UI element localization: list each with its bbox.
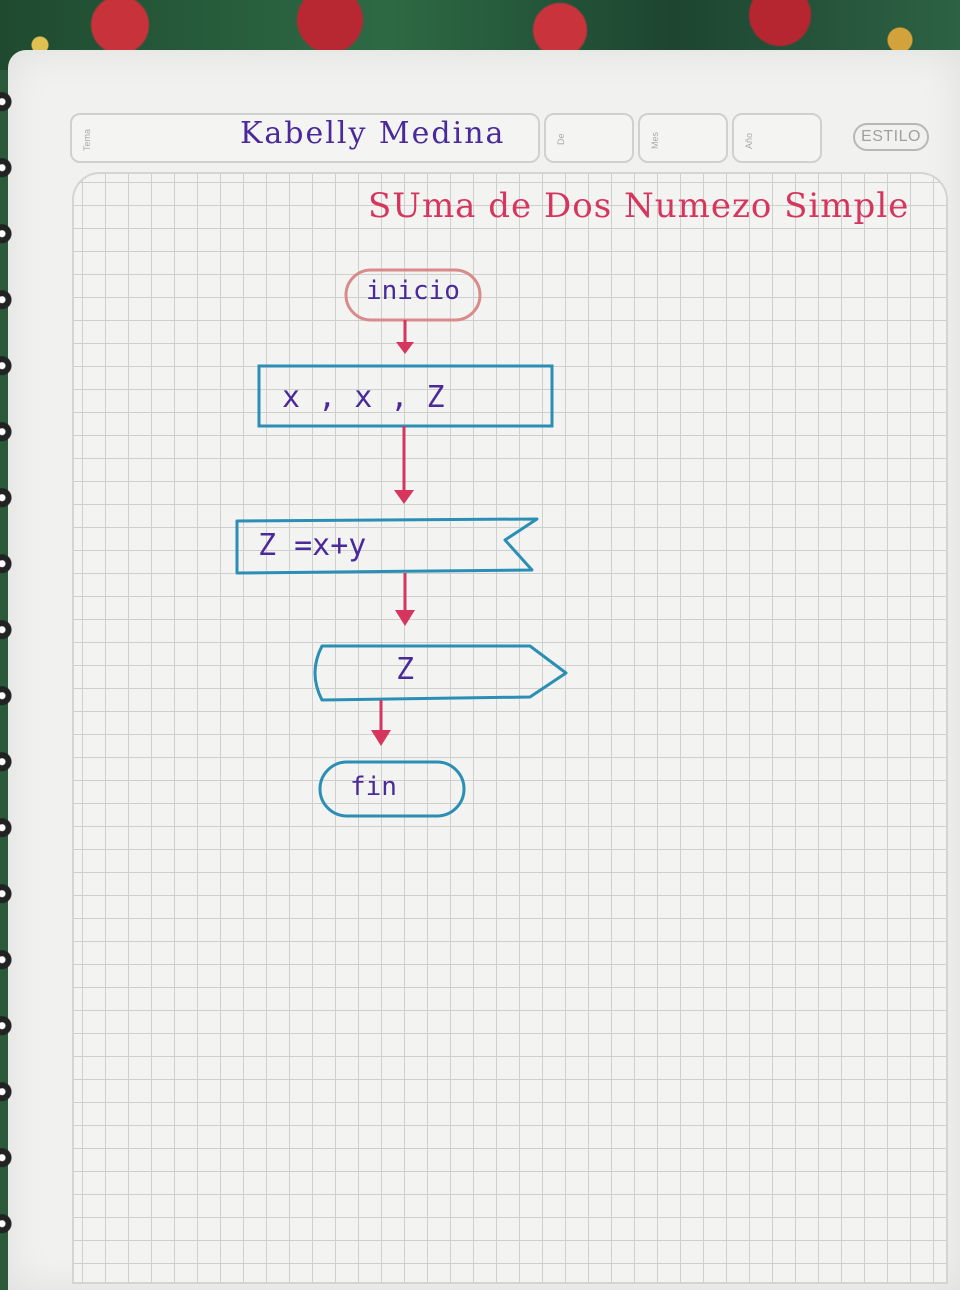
binding-ring bbox=[0, 618, 14, 644]
input-label: x , x , Z bbox=[282, 380, 445, 415]
author-name: Kabelly Medina bbox=[240, 116, 506, 151]
binding-ring bbox=[0, 948, 14, 974]
output-label: Z bbox=[396, 652, 415, 687]
binding-ring bbox=[0, 816, 14, 842]
end-terminal bbox=[318, 760, 466, 818]
binding-ring bbox=[0, 750, 14, 776]
de-field bbox=[544, 113, 634, 163]
binding-ring bbox=[0, 420, 14, 446]
binding-ring bbox=[0, 684, 14, 710]
arrowhead bbox=[371, 730, 391, 746]
binding-ring bbox=[0, 1146, 14, 1172]
spiral-binding bbox=[0, 90, 24, 1280]
binding-ring bbox=[0, 1080, 14, 1106]
binding-ring bbox=[0, 156, 14, 182]
binding-ring bbox=[0, 486, 14, 512]
binding-ring bbox=[0, 288, 14, 314]
tema-field bbox=[70, 113, 540, 163]
start-terminal bbox=[344, 268, 482, 322]
output-box bbox=[313, 644, 568, 702]
binding-ring bbox=[0, 1212, 14, 1238]
binding-ring bbox=[0, 1014, 14, 1040]
brand-logo: ESTILO bbox=[853, 123, 929, 151]
page-header: Tema De Mes Año ESTILO bbox=[70, 113, 946, 163]
start-label: inicio bbox=[366, 276, 460, 306]
ano-field bbox=[732, 113, 822, 163]
process-box bbox=[235, 517, 539, 575]
binding-ring bbox=[0, 354, 14, 380]
process-label: Z =x+y bbox=[258, 528, 367, 563]
arrowhead bbox=[395, 610, 415, 626]
binding-ring bbox=[0, 882, 14, 908]
mes-field bbox=[638, 113, 728, 163]
grid-paper bbox=[72, 172, 948, 1284]
binding-ring bbox=[0, 222, 14, 248]
binding-ring bbox=[0, 552, 14, 578]
arrowhead bbox=[394, 490, 414, 504]
binding-ring bbox=[0, 90, 14, 116]
end-label: fin bbox=[350, 772, 397, 802]
diagram-title: SUma de Dos Numezo Simple bbox=[368, 186, 910, 226]
arrowhead bbox=[396, 342, 414, 354]
